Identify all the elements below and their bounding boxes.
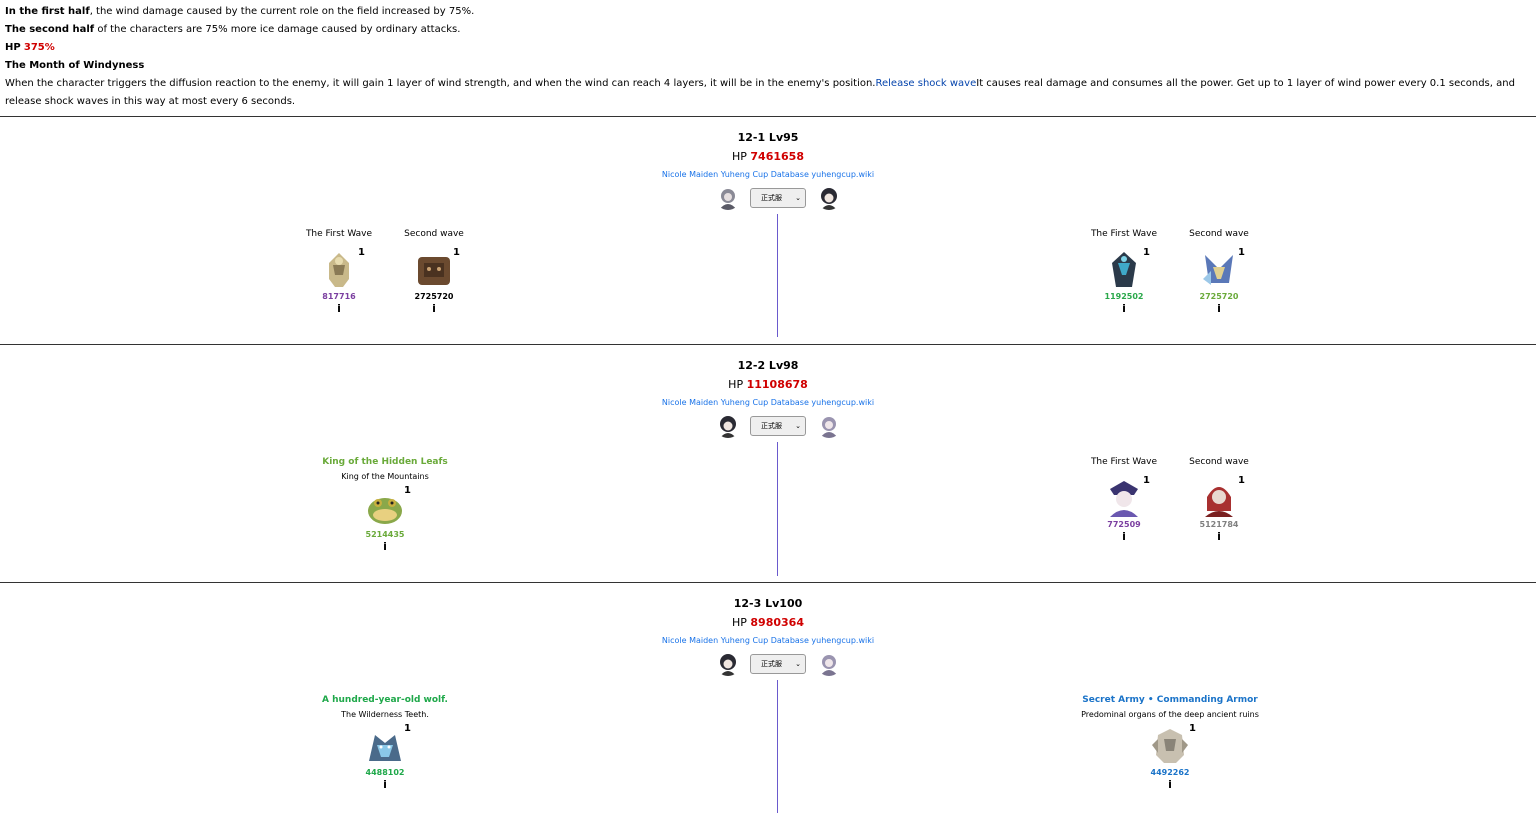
intro-line-1: In the first half, the wind damage cause…: [5, 6, 475, 17]
month-title: The Month of Windyness: [5, 60, 145, 71]
info-button[interactable]: i: [337, 302, 341, 315]
chevron-down-icon: ⌄: [795, 660, 801, 668]
enemy-card[interactable]: 1 2725720 i: [389, 247, 479, 315]
boss-card[interactable]: 1 4488102 i: [340, 723, 430, 791]
wave-label-second-right: Second wave: [1189, 457, 1249, 467]
enemy-card[interactable]: 1 817716 i: [294, 247, 384, 315]
enemy-card[interactable]: 1 1192502 i: [1079, 247, 1169, 315]
boss-name-right: Secret Army • Commanding Armor: [1082, 695, 1258, 705]
database-link[interactable]: Nicole Maiden Yuheng Cup Database yuheng…: [661, 636, 875, 645]
database-link[interactable]: Nicole Maiden Yuheng Cup Database yuheng…: [661, 170, 875, 179]
version-control: 正式服⌄: [714, 652, 844, 676]
enemy-portrait-icon: 1: [414, 247, 460, 289]
chamber-12-3: 12-3 Lv100 HP 8980364 Nicole Maiden Yuhe…: [0, 582, 1536, 813]
info-button[interactable]: i: [383, 778, 387, 791]
boss-portrait-icon: 1: [1150, 723, 1196, 765]
avatar-right-icon[interactable]: [817, 414, 841, 438]
boss-card[interactable]: 1 5214435 i: [340, 485, 430, 553]
chamber-12-2: 12-2 Lv98 HP 11108678 Nicole Maiden Yuhe…: [0, 344, 1536, 582]
intro-section: In the first half, the wind damage cause…: [0, 0, 1536, 111]
wave-label-first-right: The First Wave: [1090, 229, 1158, 239]
avatar-left-icon[interactable]: [716, 186, 740, 210]
intro-line-2: The second half of the characters are 75…: [5, 24, 461, 35]
info-button[interactable]: i: [1122, 302, 1126, 315]
enemy-portrait-icon: 1: [1104, 475, 1150, 517]
chamber-divider: [777, 680, 778, 813]
wave-label-second-left: Second wave: [404, 229, 464, 239]
info-button[interactable]: i: [1217, 302, 1221, 315]
chamber-title: 12-1 Lv95: [737, 131, 799, 144]
enemy-portrait-icon: 1: [319, 247, 365, 289]
chamber-hp: HP 7461658: [732, 150, 804, 163]
version-select[interactable]: 正式服⌄: [750, 416, 806, 436]
chamber-12-1: 12-1 Lv95 HP 7461658 Nicole Maiden Yuhen…: [0, 116, 1536, 344]
avatar-left-icon[interactable]: [716, 414, 740, 438]
enemy-portrait-icon: 1: [1199, 247, 1245, 289]
enemy-card[interactable]: 1 2725720 i: [1174, 247, 1264, 315]
avatar-right-icon[interactable]: [817, 652, 841, 676]
info-button[interactable]: i: [1168, 778, 1172, 791]
wave-label-first-right: The First Wave: [1090, 457, 1158, 467]
boss-subtitle-right: Predominal organs of the deep ancient ru…: [1081, 710, 1259, 719]
version-select[interactable]: 正式服⌄: [750, 188, 806, 208]
info-button[interactable]: i: [1217, 530, 1221, 543]
chevron-down-icon: ⌄: [795, 194, 801, 202]
enemy-card[interactable]: 1 772509 i: [1079, 475, 1169, 543]
wave-label-first-left: The First Wave: [305, 229, 373, 239]
chamber-divider: [777, 442, 778, 576]
wave-label-second-right: Second wave: [1189, 229, 1249, 239]
enemy-portrait-icon: 1: [1104, 247, 1150, 289]
enemy-portrait-icon: 1: [1199, 475, 1245, 517]
info-button[interactable]: i: [1122, 530, 1126, 543]
chamber-hp: HP 8980364: [732, 616, 804, 629]
info-button[interactable]: i: [432, 302, 436, 315]
boss-subtitle-left: The Wilderness Teeth.: [341, 710, 429, 719]
chamber-title: 12-2 Lv98: [737, 359, 799, 372]
boss-card[interactable]: 1 4492262 i: [1125, 723, 1215, 791]
boss-portrait-icon: 1: [365, 485, 411, 527]
enemy-card[interactable]: 1 5121784 i: [1174, 475, 1264, 543]
version-control: 正式服⌄: [714, 186, 844, 210]
version-control: 正式服⌄: [714, 414, 844, 438]
intro-hp: HP 375%: [5, 42, 55, 53]
chevron-down-icon: ⌄: [795, 422, 801, 430]
boss-name-left: King of the Hidden Leafs: [322, 457, 448, 467]
shock-wave-link[interactable]: Release shock wave: [875, 78, 977, 89]
database-link[interactable]: Nicole Maiden Yuheng Cup Database yuheng…: [661, 398, 875, 407]
chamber-title: 12-3 Lv100: [733, 597, 803, 610]
chamber-divider: [777, 214, 778, 337]
boss-name-left: A hundred-year-old wolf.: [322, 695, 448, 705]
chamber-hp: HP 11108678: [728, 378, 808, 391]
month-description: When the character triggers the diffusio…: [5, 78, 1515, 107]
boss-portrait-icon: 1: [365, 723, 411, 765]
info-button[interactable]: i: [383, 540, 387, 553]
version-select[interactable]: 正式服⌄: [750, 654, 806, 674]
boss-subtitle-left: King of the Mountains: [341, 472, 429, 481]
avatar-right-icon[interactable]: [817, 186, 841, 210]
avatar-left-icon[interactable]: [716, 652, 740, 676]
